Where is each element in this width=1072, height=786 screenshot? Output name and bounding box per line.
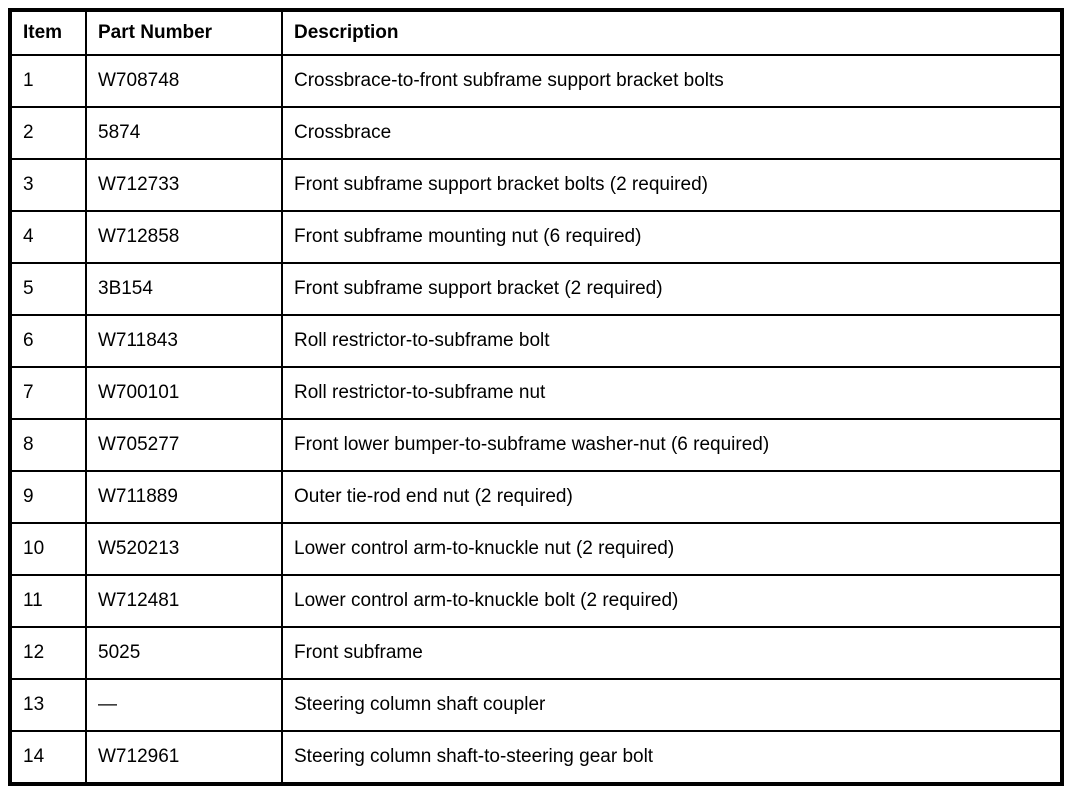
cell-item: 3: [9, 158, 87, 212]
cell-part: 3B154: [85, 262, 283, 316]
cell-desc: Front subframe: [281, 626, 1063, 680]
cell-desc: Front subframe mounting nut (6 required): [281, 210, 1063, 264]
cell-item: 9: [9, 470, 87, 524]
cell-part: W520213: [85, 522, 283, 576]
cell-part: 5874: [85, 106, 283, 160]
cell-part: W711889: [85, 470, 283, 524]
cell-part: W711843: [85, 314, 283, 368]
cell-part: W712481: [85, 574, 283, 628]
cell-item: 14: [9, 730, 87, 785]
cell-desc: Front subframe support bracket (2 requir…: [281, 262, 1063, 316]
cell-desc: Roll restrictor-to-subframe bolt: [281, 314, 1063, 368]
cell-part: 5025: [85, 626, 283, 680]
cell-item: 7: [9, 366, 87, 420]
cell-item: 11: [9, 574, 87, 628]
table-row: 13—Steering column shaft coupler: [9, 678, 1063, 732]
cell-part: W708748: [85, 54, 283, 108]
cell-item: 13: [9, 678, 87, 732]
cell-desc: Lower control arm-to-knuckle nut (2 requ…: [281, 522, 1063, 576]
cell-part: W712733: [85, 158, 283, 212]
column-header-part-number: Part Number: [85, 9, 283, 56]
cell-desc: Front subframe support bracket bolts (2 …: [281, 158, 1063, 212]
cell-part: W712858: [85, 210, 283, 264]
cell-desc: Front lower bumper-to-subframe washer-nu…: [281, 418, 1063, 472]
cell-part: W705277: [85, 418, 283, 472]
cell-item: 5: [9, 262, 87, 316]
cell-part: —: [85, 678, 283, 732]
cell-desc: Crossbrace-to-front subframe support bra…: [281, 54, 1063, 108]
cell-item: 1: [9, 54, 87, 108]
cell-item: 4: [9, 210, 87, 264]
cell-desc: Roll restrictor-to-subframe nut: [281, 366, 1063, 420]
cell-desc: Steering column shaft-to-steering gear b…: [281, 730, 1063, 785]
cell-item: 2: [9, 106, 87, 160]
cell-item: 12: [9, 626, 87, 680]
cell-desc: Crossbrace: [281, 106, 1063, 160]
cell-desc: Outer tie-rod end nut (2 required): [281, 470, 1063, 524]
table-header-row: Item Part Number Description: [9, 9, 1063, 56]
column-header-item: Item: [9, 9, 87, 56]
cell-desc: Lower control arm-to-knuckle bolt (2 req…: [281, 574, 1063, 628]
cell-item: 10: [9, 522, 87, 576]
cell-item: 6: [9, 314, 87, 368]
column-header-description: Description: [281, 9, 1063, 56]
cell-desc: Steering column shaft coupler: [281, 678, 1063, 732]
cell-part: W700101: [85, 366, 283, 420]
cell-item: 8: [9, 418, 87, 472]
cell-part: W712961: [85, 730, 283, 785]
